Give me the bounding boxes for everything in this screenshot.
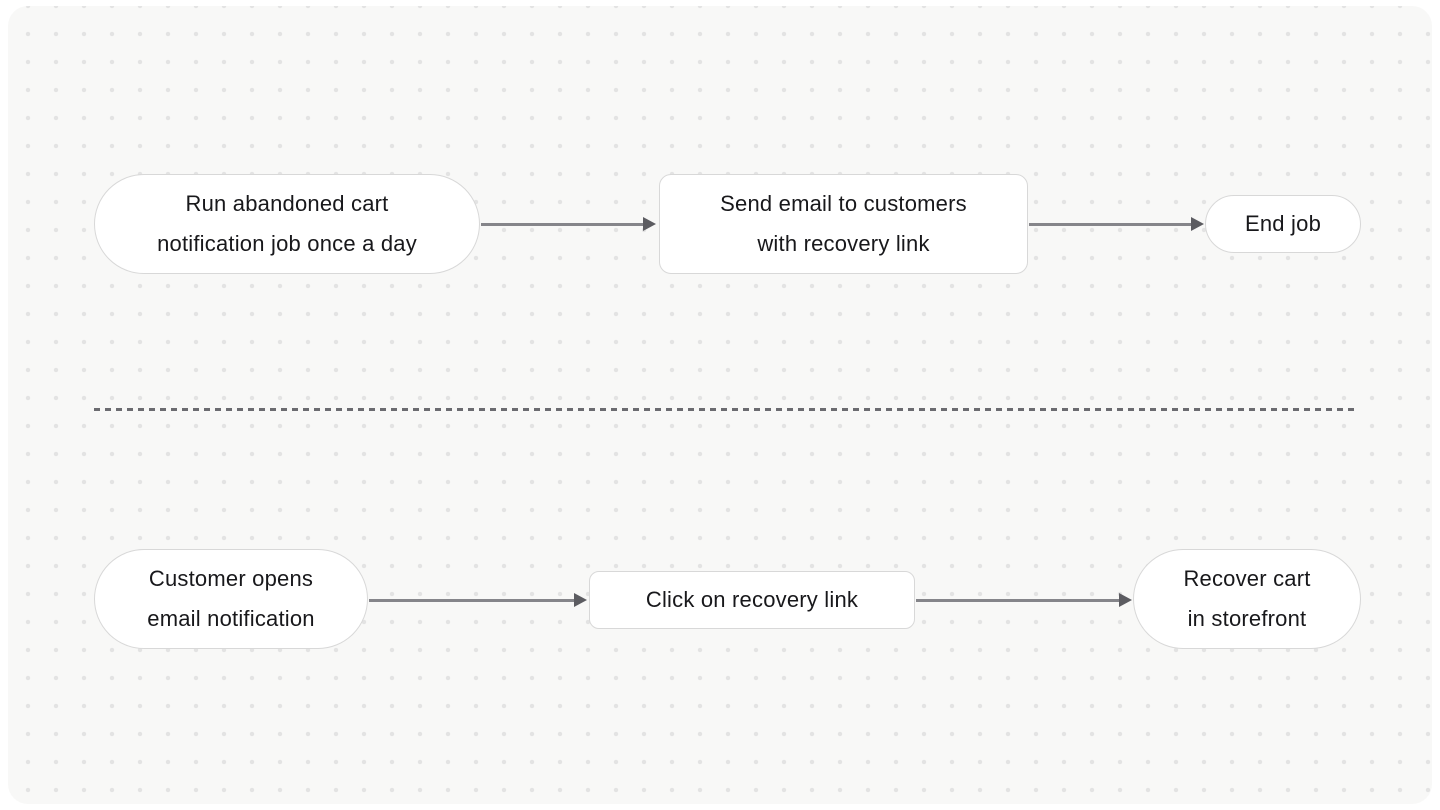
flow-node-recover-cart: Recover cart in storefront [1133, 549, 1361, 649]
flow-node-end-job: End job [1205, 195, 1361, 253]
arrow-shaft [481, 222, 645, 226]
arrow-shaft [369, 598, 576, 602]
arrowhead-icon [1191, 217, 1204, 231]
arrow-run-job-to-send-email [481, 216, 656, 232]
flow-node-customer-opens-email: Customer opens email notification [94, 549, 368, 649]
arrowhead-icon [1119, 593, 1132, 607]
flow-node-send-email: Send email to customers with recovery li… [659, 174, 1028, 274]
flow-node-run-abandoned-cart-job: Run abandoned cart notification job once… [94, 174, 480, 274]
diagram-canvas: Run abandoned cart notification job once… [8, 6, 1432, 804]
arrow-shaft [1029, 222, 1193, 226]
arrowhead-icon [643, 217, 656, 231]
arrow-send-email-to-end-job [1029, 216, 1204, 232]
arrowhead-icon [574, 593, 587, 607]
arrow-click-link-to-recover-cart [916, 592, 1132, 608]
flow-separator-dashed-line [94, 408, 1354, 411]
arrow-shaft [916, 598, 1121, 602]
arrow-open-email-to-click-link [369, 592, 587, 608]
flow-node-click-recovery-link: Click on recovery link [589, 571, 915, 629]
